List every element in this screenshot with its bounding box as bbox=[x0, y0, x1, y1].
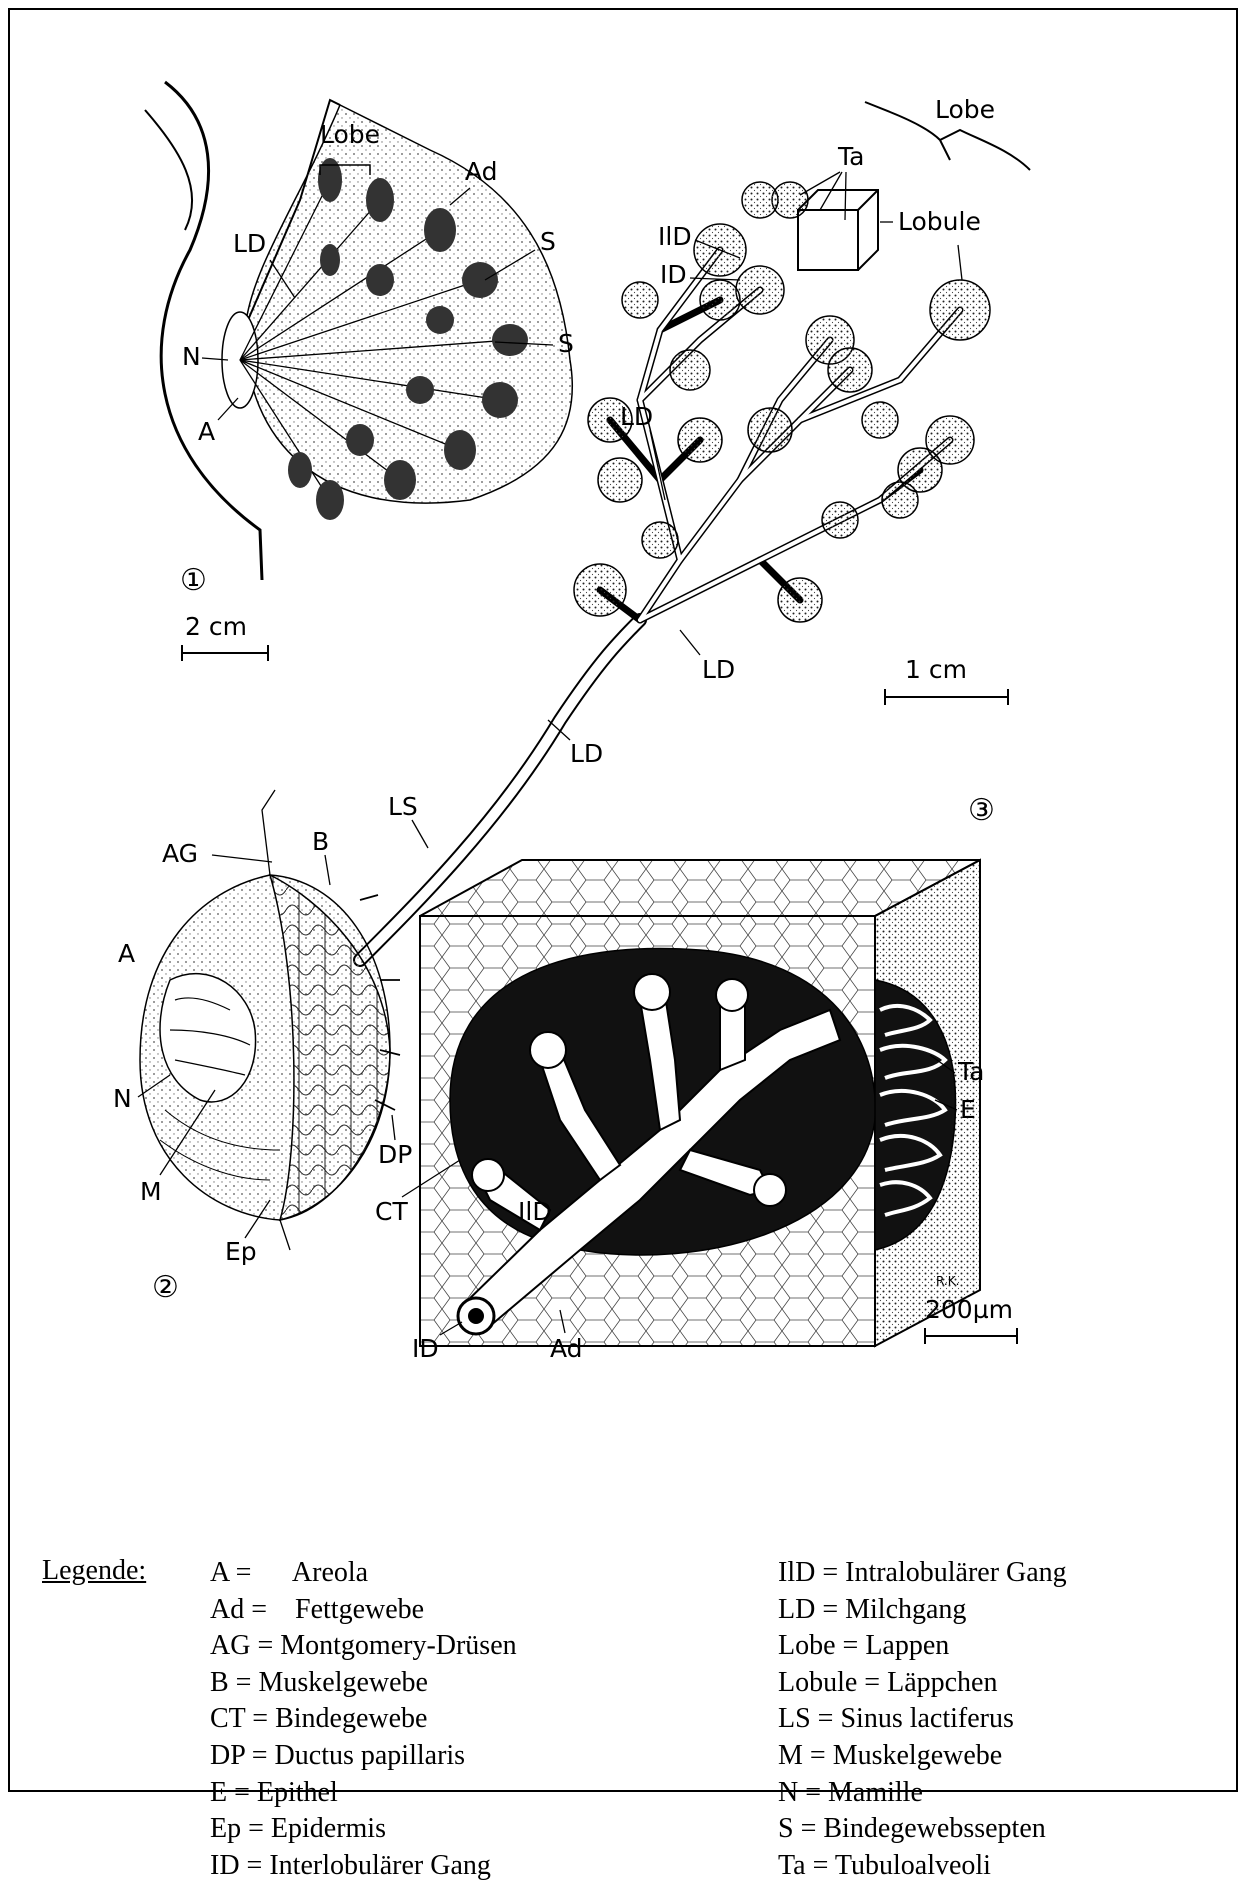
panel3-label-ad-block: Ad bbox=[550, 1334, 583, 1363]
panel3-label-ild-top: IlD bbox=[658, 222, 692, 251]
panel2-label-ag: AG bbox=[162, 839, 198, 868]
legend-entry: A = Areola bbox=[210, 1555, 517, 1592]
legend-entry: N = Mamille bbox=[778, 1775, 1067, 1812]
panel3-label-ld2: LD bbox=[702, 655, 735, 684]
panel3-label-id-block: ID bbox=[412, 1334, 439, 1363]
panel3-label-ct: CT bbox=[375, 1197, 408, 1226]
legend-entry: B = Muskelgewebe bbox=[210, 1665, 517, 1702]
panel3-scale-bar-block bbox=[925, 1328, 1017, 1344]
panel1-label-ld: LD bbox=[233, 229, 266, 258]
legend-entry: E = Epithel bbox=[210, 1775, 517, 1812]
panel1-label-ad: Ad bbox=[465, 157, 498, 186]
panel2-number: ② bbox=[152, 1270, 179, 1305]
panel2-label-n: N bbox=[113, 1084, 132, 1113]
legend-entry: ID = Interlobulärer Gang bbox=[210, 1848, 517, 1884]
legend-entry: Ep = Epidermis bbox=[210, 1811, 517, 1848]
panel3-number: ③ bbox=[968, 793, 995, 828]
panel3-label-ld1: LD bbox=[620, 402, 653, 431]
panel1-label-s1: S bbox=[540, 227, 556, 256]
panel3-label-ta-top: Ta bbox=[837, 142, 864, 171]
anatomy-illustration: Lobe Ad LD S S N A ① 2 cm bbox=[0, 0, 1246, 1500]
legend-column-1: A = Areola Ad = Fettgewebe AG = Montgome… bbox=[210, 1555, 517, 1884]
legend-entry: LD = Milchgang bbox=[778, 1592, 1067, 1629]
panel2-label-a: A bbox=[118, 939, 135, 968]
legend-title: Legende: bbox=[42, 1555, 146, 1587]
legend-entry: Ad = Fettgewebe bbox=[210, 1592, 517, 1629]
legend-entry: DP = Ductus papillaris bbox=[210, 1738, 517, 1775]
legend-entry: M = Muskelgewebe bbox=[778, 1738, 1067, 1775]
legend-column-2: IlD = Intralobulärer Gang LD = Milchgang… bbox=[778, 1555, 1067, 1884]
legend-entry: AG = Montgomery-Drüsen bbox=[210, 1628, 517, 1665]
legend-entry: Ta = Tubuloalveoli bbox=[778, 1848, 1067, 1884]
panel3-label-lobule: Lobule bbox=[898, 207, 981, 236]
legend-entry: CT = Bindegewebe bbox=[210, 1701, 517, 1738]
legend-entry: LS = Sinus lactiferus bbox=[778, 1701, 1067, 1738]
panel1-breast-section: Lobe Ad LD S S N A ① 2 cm bbox=[145, 82, 574, 661]
panel3-scale-lobe-label: 1 cm bbox=[905, 655, 967, 684]
panel2-label-m: M bbox=[140, 1177, 162, 1206]
panel3-tissue-block: Ta E CT IlD ID Ad R.K. 200µm bbox=[375, 860, 1017, 1363]
legend-entry: S = Bindegewebssepten bbox=[778, 1811, 1067, 1848]
panel2-label-ep: Ep bbox=[225, 1237, 257, 1266]
panel1-scale-label: 2 cm bbox=[185, 612, 247, 641]
legend-entry: Lobe = Lappen bbox=[778, 1628, 1067, 1665]
panel3-scale-bar-lobe bbox=[885, 689, 1008, 705]
panel3-label-lobe: Lobe bbox=[935, 95, 995, 124]
panel3-signature: R.K. bbox=[936, 1274, 959, 1288]
legend-entry: IlD = Intralobulärer Gang bbox=[778, 1555, 1067, 1592]
panel2-label-b: B bbox=[312, 827, 329, 856]
panel3-label-id-top: ID bbox=[660, 260, 687, 289]
panel3-label-ld3: LD bbox=[570, 739, 603, 768]
panel3-scale-block-label: 200µm bbox=[925, 1295, 1013, 1324]
panel1-label-s2: S bbox=[558, 329, 574, 358]
panel3-label-ild-block: IlD bbox=[518, 1197, 552, 1226]
panel3-lobule-box bbox=[798, 190, 878, 270]
panel3-label-ls: LS bbox=[388, 792, 418, 821]
panel1-scale-bar bbox=[182, 645, 268, 661]
panel1-label-n: N bbox=[182, 342, 201, 371]
panel1-label-a: A bbox=[198, 417, 215, 446]
panel3-label-ta-block: Ta bbox=[957, 1057, 984, 1086]
panel3-label-e: E bbox=[960, 1095, 976, 1124]
panel1-number: ① bbox=[180, 563, 207, 598]
legend-entry: Lobule = Läppchen bbox=[778, 1665, 1067, 1702]
panel2-label-dp: DP bbox=[378, 1140, 412, 1169]
legend: Legende: A = Areola Ad = Fettgewebe AG =… bbox=[0, 1555, 1246, 1795]
panel2-nipple-areola: AG B A N M Ep DP ② bbox=[113, 790, 412, 1305]
panel1-label-lobe: Lobe bbox=[320, 120, 380, 149]
